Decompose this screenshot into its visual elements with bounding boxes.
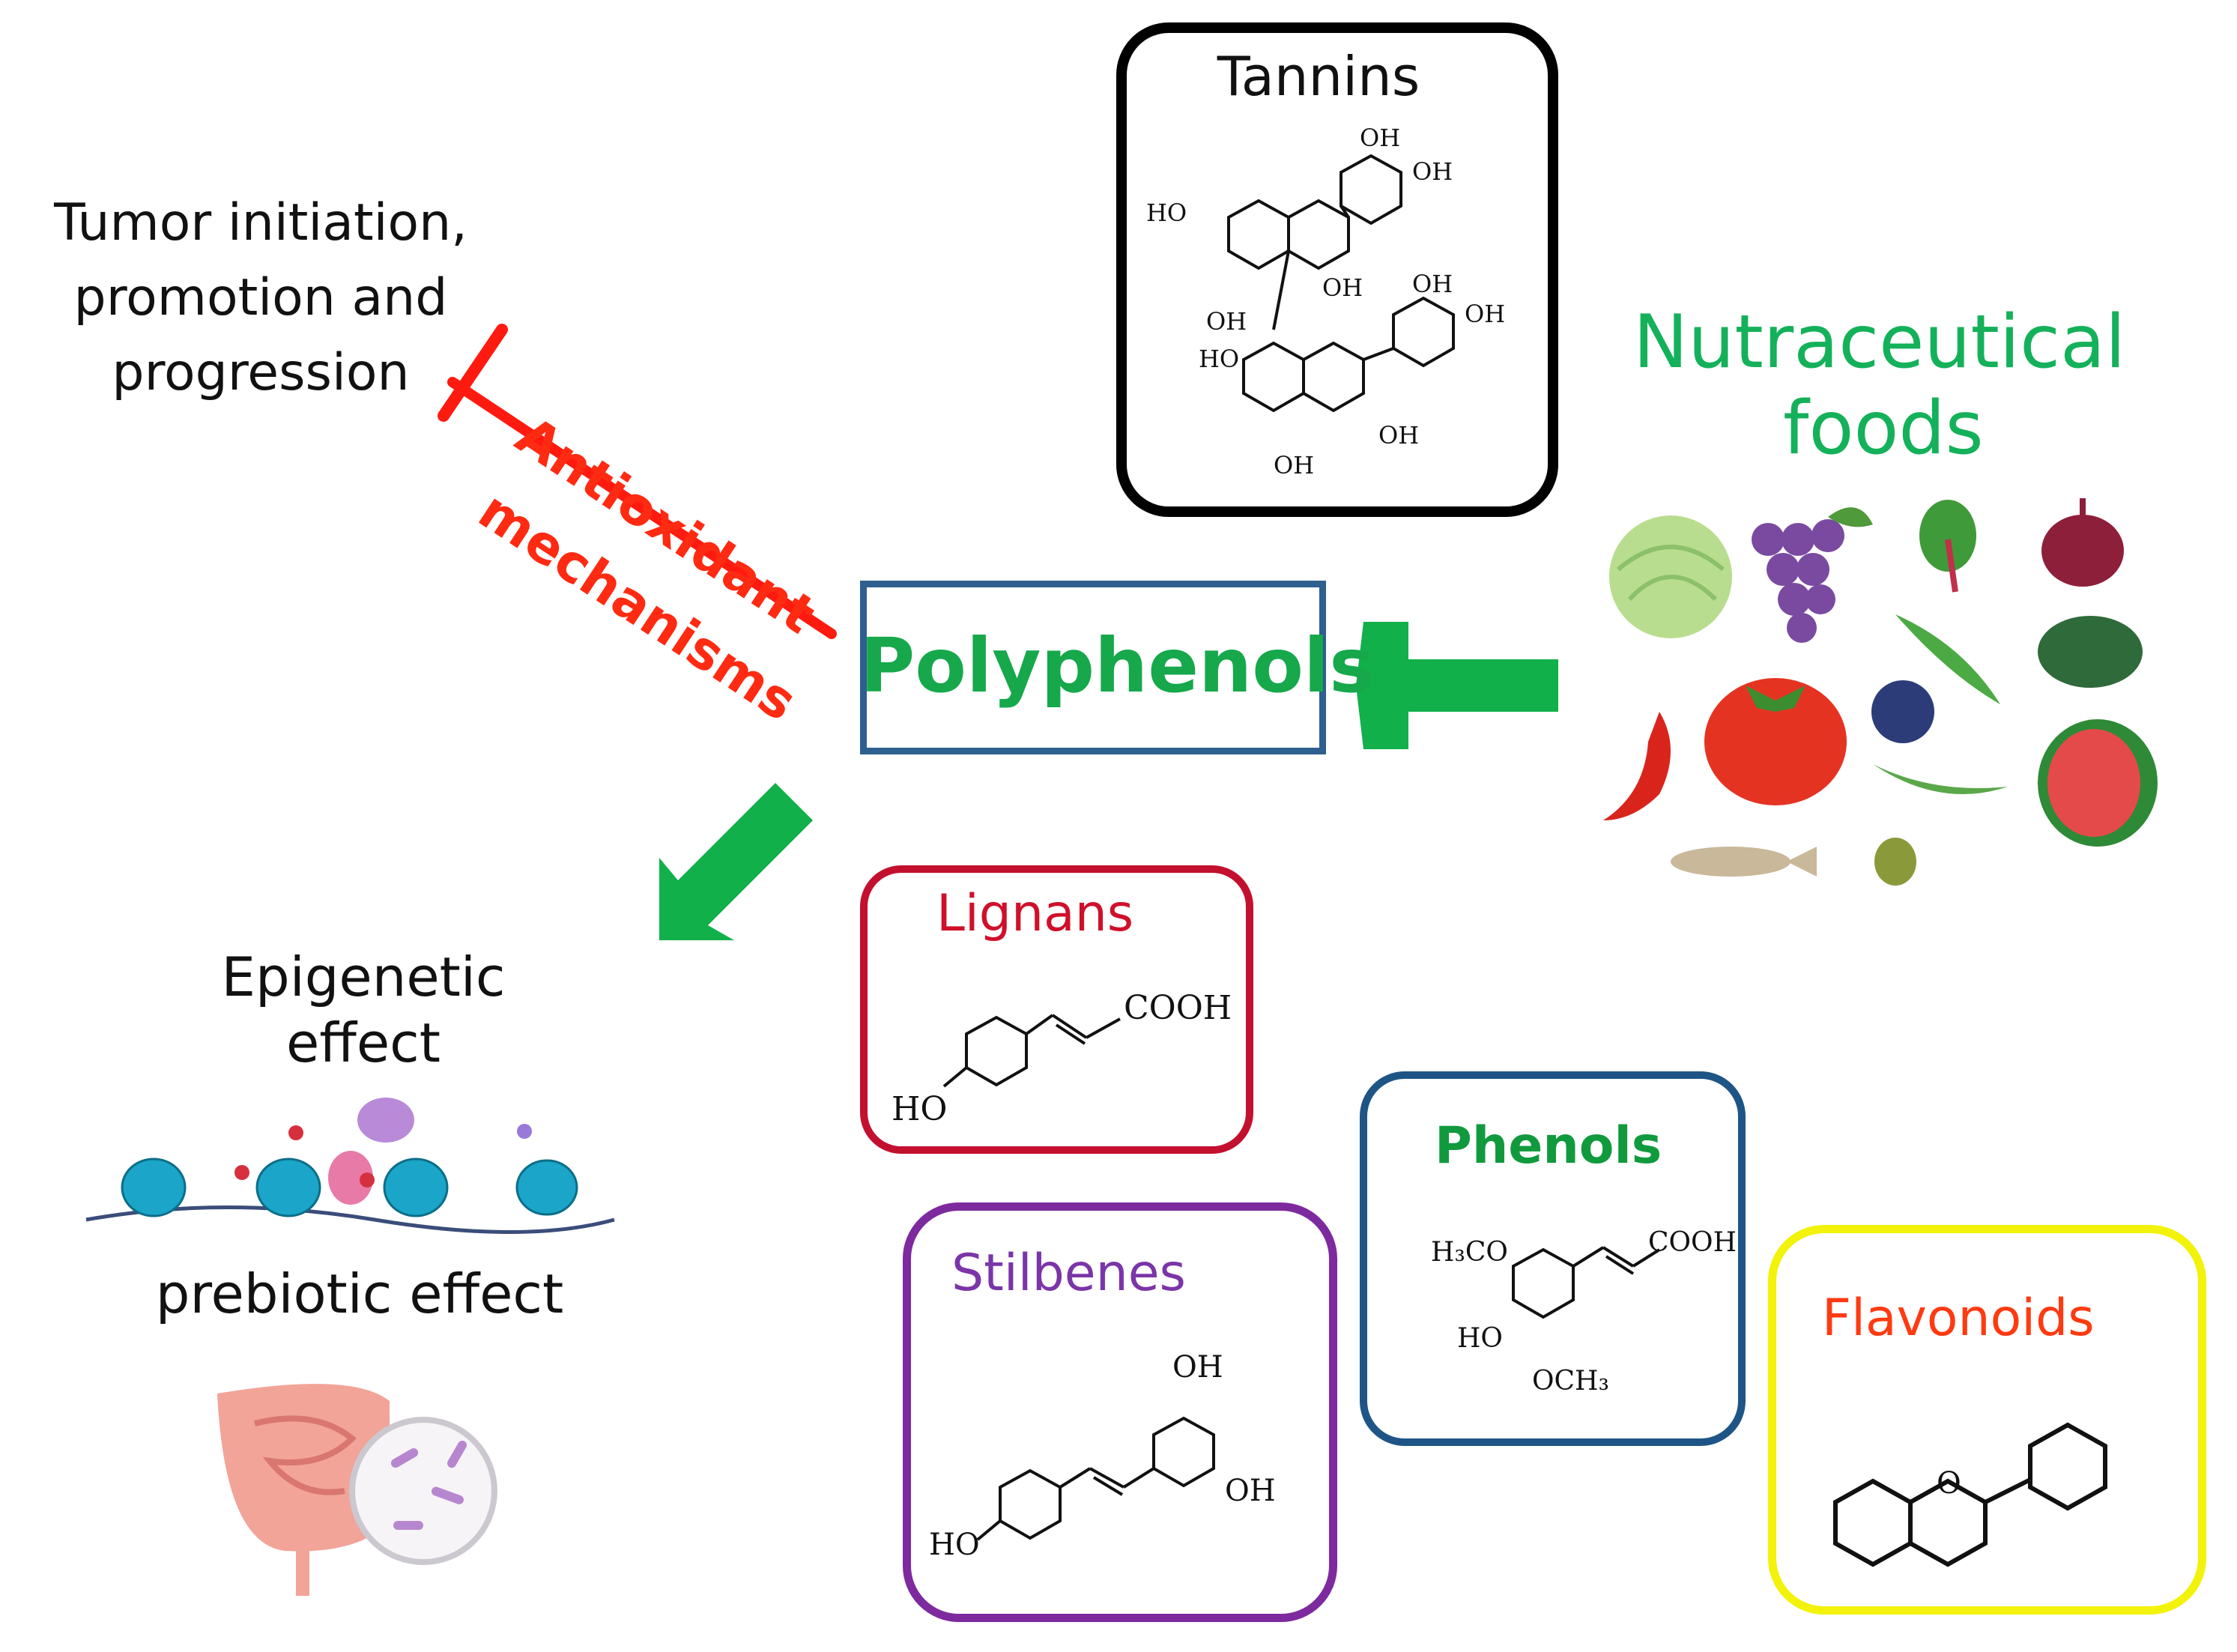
tomato-icon	[1704, 678, 1847, 805]
beet-icon	[1919, 500, 1976, 593]
epigenetic-line1: Epigenetic	[221, 945, 506, 1008]
phenols-title: Phenols	[1435, 1116, 1662, 1176]
kale-icon	[2038, 616, 2143, 688]
nutraceutical-line1: Nutraceutical	[1633, 300, 2126, 385]
polyphenols-to-effects-arrow	[659, 783, 813, 940]
stilbenes-box	[903, 1202, 1337, 1622]
polyphenols-label: Polyphenols	[860, 622, 1374, 709]
fish-icon	[1671, 847, 1817, 877]
polyphenols-box	[860, 581, 1326, 754]
lignans-box	[860, 865, 1253, 1154]
tannins-title: Tannins	[1217, 45, 1420, 108]
nutraceutical-line2: foods	[1783, 386, 1984, 471]
stilbenes-title: Stilbenes	[951, 1244, 1186, 1303]
lignans-title: Lignans	[936, 884, 1134, 943]
tumor-text: Tumor initiation, promotion and progress…	[13, 186, 508, 411]
epigenetic-line2: effect	[285, 1011, 441, 1074]
tumor-line-3: progression	[112, 343, 410, 402]
flavonoids-title: Flavonoids	[1822, 1289, 2095, 1348]
epigenetic-title: Epigenetic effect	[150, 944, 577, 1076]
cabbage-icon	[1609, 515, 1732, 638]
grapes-icon	[1752, 507, 1873, 643]
onion-icon	[2041, 498, 2124, 587]
blueberry-icon	[1871, 680, 1934, 743]
flavonoids-box	[1768, 1225, 2206, 1615]
prebiotic-title: prebiotic effect	[155, 1262, 564, 1325]
tumor-line-1: Tumor initiation,	[54, 193, 467, 252]
food-to-polyphenols-arrow	[1356, 622, 1558, 749]
bean-pod-icon	[1873, 764, 2008, 794]
pea-pod-icon	[1895, 614, 2000, 704]
chili-icon	[1603, 712, 1671, 820]
watermelon-icon	[2038, 719, 2158, 847]
tumor-line-2: promotion and	[73, 268, 448, 327]
phenols-box	[1360, 1071, 1746, 1446]
olive-icon	[1874, 838, 1916, 886]
